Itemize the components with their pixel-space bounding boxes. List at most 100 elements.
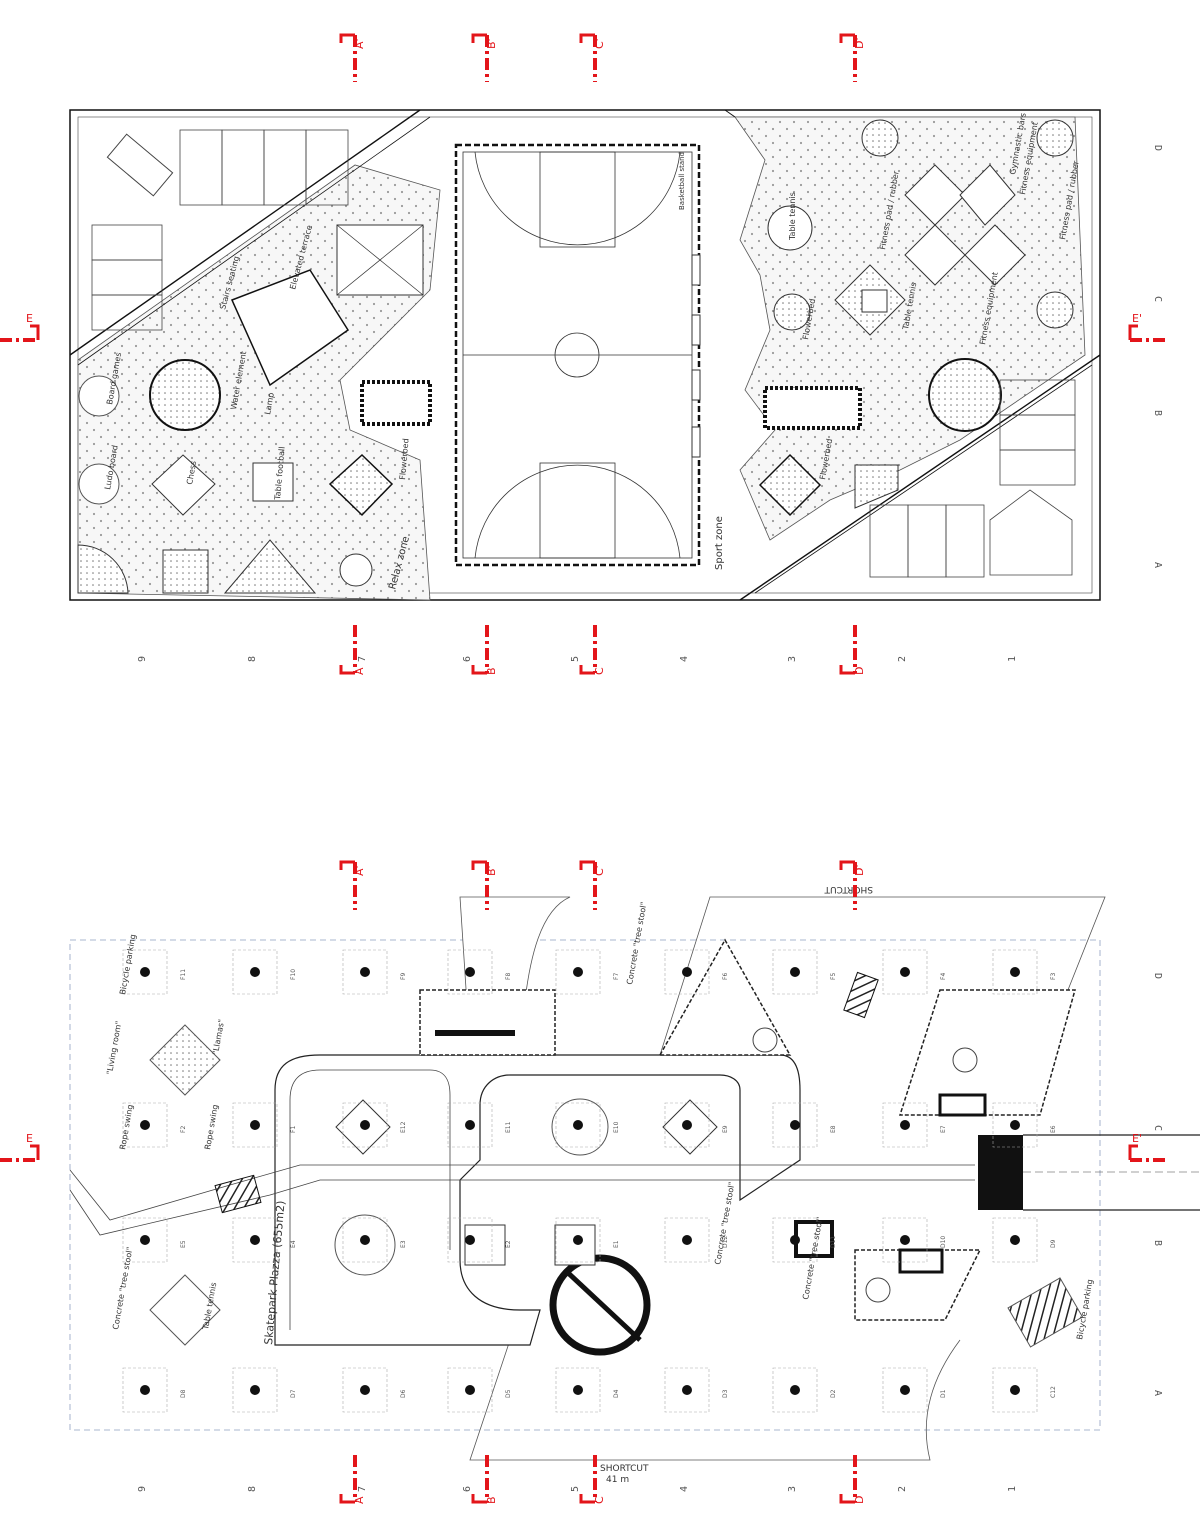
column-tag: E8 [830, 1125, 837, 1133]
column-dot [360, 1385, 370, 1395]
column-footprint [772, 1102, 818, 1148]
triangle-pavilion [658, 938, 792, 1056]
section-arrow [30, 1144, 40, 1160]
column-tag: D2 [830, 1389, 837, 1398]
stair-north-east [843, 971, 879, 1019]
column-tag: E12 [400, 1121, 407, 1133]
svg-text:1: 1 [1007, 1486, 1018, 1492]
svg-text:4: 4 [679, 1486, 690, 1492]
bicycle-parking-south [1007, 1277, 1084, 1348]
svg-text:2: 2 [897, 1486, 908, 1492]
column-footprint [882, 1367, 928, 1413]
svg-text:A: A [1152, 1390, 1163, 1396]
section-label: A [353, 667, 366, 675]
svg-text:3: 3 [787, 1486, 798, 1492]
column-tag: E9 [722, 1125, 729, 1133]
column-dot [250, 1235, 260, 1245]
planter-square-2 [554, 1224, 596, 1266]
east-pavilion-north [898, 989, 1076, 1116]
fitness-circle-1 [1036, 119, 1074, 157]
column-tag: D10 [940, 1236, 947, 1248]
flowerbed-round [773, 293, 811, 331]
column-tag: D6 [400, 1389, 407, 1398]
column-dot [573, 967, 583, 977]
column-tag: D8 [180, 1389, 187, 1398]
column-dot [250, 1385, 260, 1395]
column-tag: C12 [1050, 1386, 1057, 1398]
column-dot [140, 1235, 150, 1245]
fitness-circle-3 [1036, 291, 1074, 329]
column-footprint [882, 949, 928, 995]
bicycle-parking-label-1: Bicycle parking [118, 934, 137, 996]
section-arrow [339, 33, 355, 43]
stairs-seating [230, 269, 350, 387]
water-element [149, 359, 221, 431]
svg-text:8: 8 [247, 1486, 258, 1492]
column-tag: F11 [180, 969, 187, 980]
section-arrow [579, 1494, 595, 1504]
table-tennis-square [861, 289, 888, 313]
basketball-court [454, 143, 701, 567]
parking-bottom-right [869, 379, 1076, 578]
llamas-label: "Llamas" [211, 1019, 226, 1056]
axis-8-top: 8 [247, 656, 258, 662]
section-label: D [853, 1496, 866, 1504]
top-plan [69, 109, 1101, 601]
flowerbed-label: Flowerbed [398, 438, 411, 480]
section-label: E [26, 312, 33, 325]
column-footprint [342, 1102, 388, 1148]
column-footprint [232, 1367, 278, 1413]
column-dot [1010, 1120, 1020, 1130]
svg-text:D: D [1152, 145, 1163, 151]
corner-planter [77, 544, 129, 594]
llamas-pad [149, 1024, 221, 1096]
column-footprint [882, 1102, 928, 1148]
column-dot [465, 1120, 475, 1130]
column-tag: D7 [290, 1389, 297, 1398]
column-dot [140, 967, 150, 977]
living-room-label: "Living room" [105, 1020, 123, 1075]
section-arrow [579, 860, 595, 870]
column-tag: E5 [180, 1240, 187, 1248]
column-footprint [447, 949, 493, 995]
column-tag: E1 [613, 1240, 620, 1248]
column-footprint [232, 1102, 278, 1148]
section-label: B [485, 667, 498, 675]
column-footprint [447, 1217, 493, 1263]
svg-text:D: D [1152, 973, 1163, 979]
column-dot [360, 1235, 370, 1245]
column-dot [140, 1120, 150, 1130]
column-tag: F8 [505, 973, 512, 980]
column-dot [900, 1235, 910, 1245]
section-label: C [593, 667, 606, 675]
svg-text:A: A [1152, 562, 1163, 568]
lamp-label: Lamp [263, 392, 276, 415]
stair-core-left [360, 380, 432, 426]
axis-2-top: 2 [897, 656, 908, 662]
table-tennis-pad [149, 1274, 221, 1346]
column-footprint [555, 1217, 601, 1263]
section-label: E' [1132, 312, 1142, 325]
column-tag: F9 [400, 973, 407, 980]
section-label: C' [593, 38, 606, 49]
section-label: C' [593, 865, 606, 876]
column-tag: E10 [613, 1121, 620, 1133]
sport-zone-label: Sport zone [714, 516, 725, 570]
stair-core-right [763, 386, 862, 430]
north-block [419, 989, 556, 1056]
section-arrow [839, 860, 855, 870]
svg-text:5: 5 [570, 1486, 581, 1492]
board-games-table [78, 375, 120, 417]
section-label: A' [353, 38, 366, 49]
section-arrow [1128, 324, 1138, 340]
column-dot [250, 967, 260, 977]
svg-text:B: B [1152, 410, 1163, 416]
round-planter [339, 553, 373, 587]
svg-text:6: 6 [462, 1486, 473, 1492]
column-dot [140, 1385, 150, 1395]
rope-swing-label-1: Rope swing [118, 1104, 135, 1151]
column-dot [790, 1235, 800, 1245]
